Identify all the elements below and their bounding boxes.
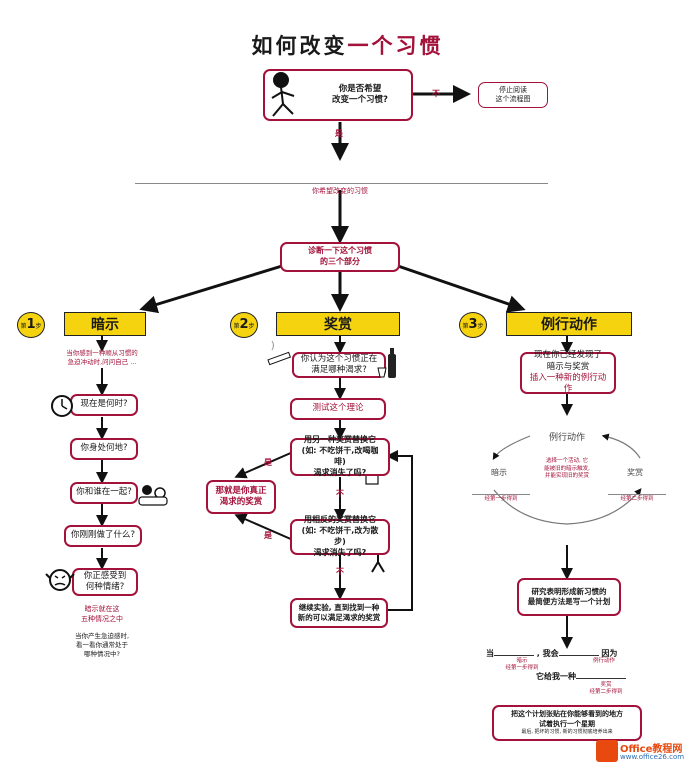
plan-reward-hint: 奖赏	[600, 682, 612, 688]
routine-found-box: 现在你已经发现了 暗示与奖赏 插入一种新的例行动作	[520, 350, 616, 395]
continue-experiment-text: 继续实验, 直到找到一种 新的可以满足渴求的奖赏	[297, 602, 381, 622]
true-reward-box: 那就是你真正 渴求的奖赏	[206, 480, 276, 514]
final-plan-note: 最后, 把坏的习惯, 新的习惯彻底培养出来	[521, 729, 613, 736]
habit-line	[135, 183, 548, 184]
diagnose-box: 诊断一下这个习惯 的三个部分	[280, 242, 400, 272]
yes-label: 是	[335, 129, 343, 138]
no-label-2: 不	[336, 567, 344, 576]
page-title: 如何改变一个习惯	[0, 30, 695, 60]
no-label-1: 不	[336, 489, 344, 498]
alt-reward-1-text: 用另一种奖赏替换它 (如: 不吃饼干,改喝咖啡) 渴求消失了吗?	[301, 435, 379, 477]
alt-reward-1-box: 用另一种奖赏替换它 (如: 不吃饼干,改喝咖啡) 渴求消失了吗?	[290, 435, 390, 477]
cycle-reward-label: 奖赏	[627, 468, 643, 477]
start-question-box: 你是否希望 改变一个习惯?	[263, 69, 413, 121]
step-2-badge: 第2步	[230, 312, 258, 338]
watermark-brand: Office教程网	[620, 744, 683, 755]
continue-experiment-box: 继续实验, 直到找到一种 新的可以满足渴求的奖赏	[290, 598, 388, 628]
final-plan-box: 把这个计划张贴在你能够看到的地方 试着执行一个星期 最后, 把坏的习惯, 新的习…	[492, 705, 642, 741]
step-3-routine-header: 例行动作	[506, 312, 632, 336]
routine-found-text: 现在你已经发现了 暗示与奖赏	[533, 350, 602, 372]
cue-intro: 当你感到一种顺从习惯的 急迫冲动时,问问自己 ...	[66, 349, 138, 367]
cycle-right-note: 经第二步得到	[620, 496, 654, 502]
reward-blank-line	[608, 494, 666, 495]
step-1-badge: 第1步	[17, 312, 45, 338]
watermark-url: www.office26.com	[620, 753, 685, 761]
cycle-cue-label: 暗示	[491, 468, 507, 477]
plan-box: 研究表明形成新习惯的 最简便方法是写一个计划	[517, 578, 621, 616]
routine-insert-text: 插入一种新的例行动作	[529, 373, 607, 395]
office-logo-icon	[596, 740, 618, 762]
cue-question-action: 你刚刚做了什么?	[64, 525, 142, 547]
true-reward-text: 那就是你真正 渴求的奖赏	[215, 485, 267, 507]
plan-cue-hint: 暗示	[516, 658, 528, 664]
stop-reading-box: 停止阅读 这个流程图	[478, 82, 548, 108]
cue-question-emotion-text: 你正感受到 何种情绪?	[83, 570, 127, 592]
plan-text: 研究表明形成新习惯的 最简便方法是写一个计划	[527, 586, 611, 606]
cue-blank-line	[472, 494, 530, 495]
yes-label-1: 是	[264, 458, 272, 467]
plan-cue-note: 经第一步得到	[505, 665, 539, 671]
habit-caption: 你希望改变的习惯	[312, 187, 368, 195]
cycle-center-text: 选择一个活动, 它 能被旧的暗示触发, 并能实现旧的奖赏	[544, 458, 590, 480]
title-part2: 一个习惯	[347, 34, 444, 58]
plan-routine-hint: 例行动作	[592, 658, 615, 664]
plan-will: , 我会	[536, 649, 559, 658]
start-question: 你是否希望 改变一个习惯?	[332, 83, 388, 105]
yes-label-2: 是	[264, 531, 272, 540]
title-part1: 如何改变	[251, 34, 348, 58]
cycle-left-note: 经第一步得到	[484, 496, 518, 502]
plan-when: 当	[486, 649, 494, 658]
plan-give: 它给我一种	[536, 672, 576, 681]
step-3-badge: 第3步	[459, 312, 487, 338]
plan-template: 当 , 我会 因为	[486, 648, 686, 659]
diagnose-text: 诊断一下这个习惯 的三个部分	[308, 246, 372, 266]
cue-question-time: 现在是何时?	[70, 394, 138, 416]
stop-reading-text: 停止阅读 这个流程图	[495, 85, 531, 103]
reward-question-box: 你认为这个习惯正在 满足哪种渴求?	[292, 352, 386, 378]
cue-question-people: 你和谁在一起?	[70, 482, 138, 504]
cue-question-place: 你身处何地?	[70, 438, 138, 460]
step-1-cue-header: 暗示	[64, 312, 146, 336]
alt-reward-2-text: 用相反的奖赏替换它 (如: 不吃饼干,改为散步) 渴求消失了吗?	[301, 515, 379, 557]
cue-question-emotion: 你正感受到 何种情绪?	[72, 568, 138, 596]
cue-followup: 当你产生急迫感时, 看一看你通常处于 哪种情况中?	[74, 632, 130, 659]
cycle-routine-label: 例行动作	[548, 433, 585, 443]
test-theory-box: 测试这个理论	[290, 398, 386, 420]
no-label: 不	[432, 89, 440, 98]
final-plan-text: 把这个计划张贴在你能够看到的地方 试着执行一个星期	[511, 710, 623, 728]
cue-conclusion: 暗示就在这 五种情况之中	[81, 605, 123, 623]
plan-reward-note: 经第二步得到	[589, 689, 623, 695]
plan-give-row: 它给我一种	[536, 671, 626, 682]
reward-question-text: 你认为这个习惯正在 满足哪种渴求?	[300, 353, 378, 375]
alt-reward-2-box: 用相反的奖赏替换它 (如: 不吃饼干,改为散步) 渴求消失了吗?	[290, 515, 390, 557]
plan-because: 因为	[601, 649, 618, 658]
step-2-reward-header: 奖赏	[276, 312, 400, 336]
